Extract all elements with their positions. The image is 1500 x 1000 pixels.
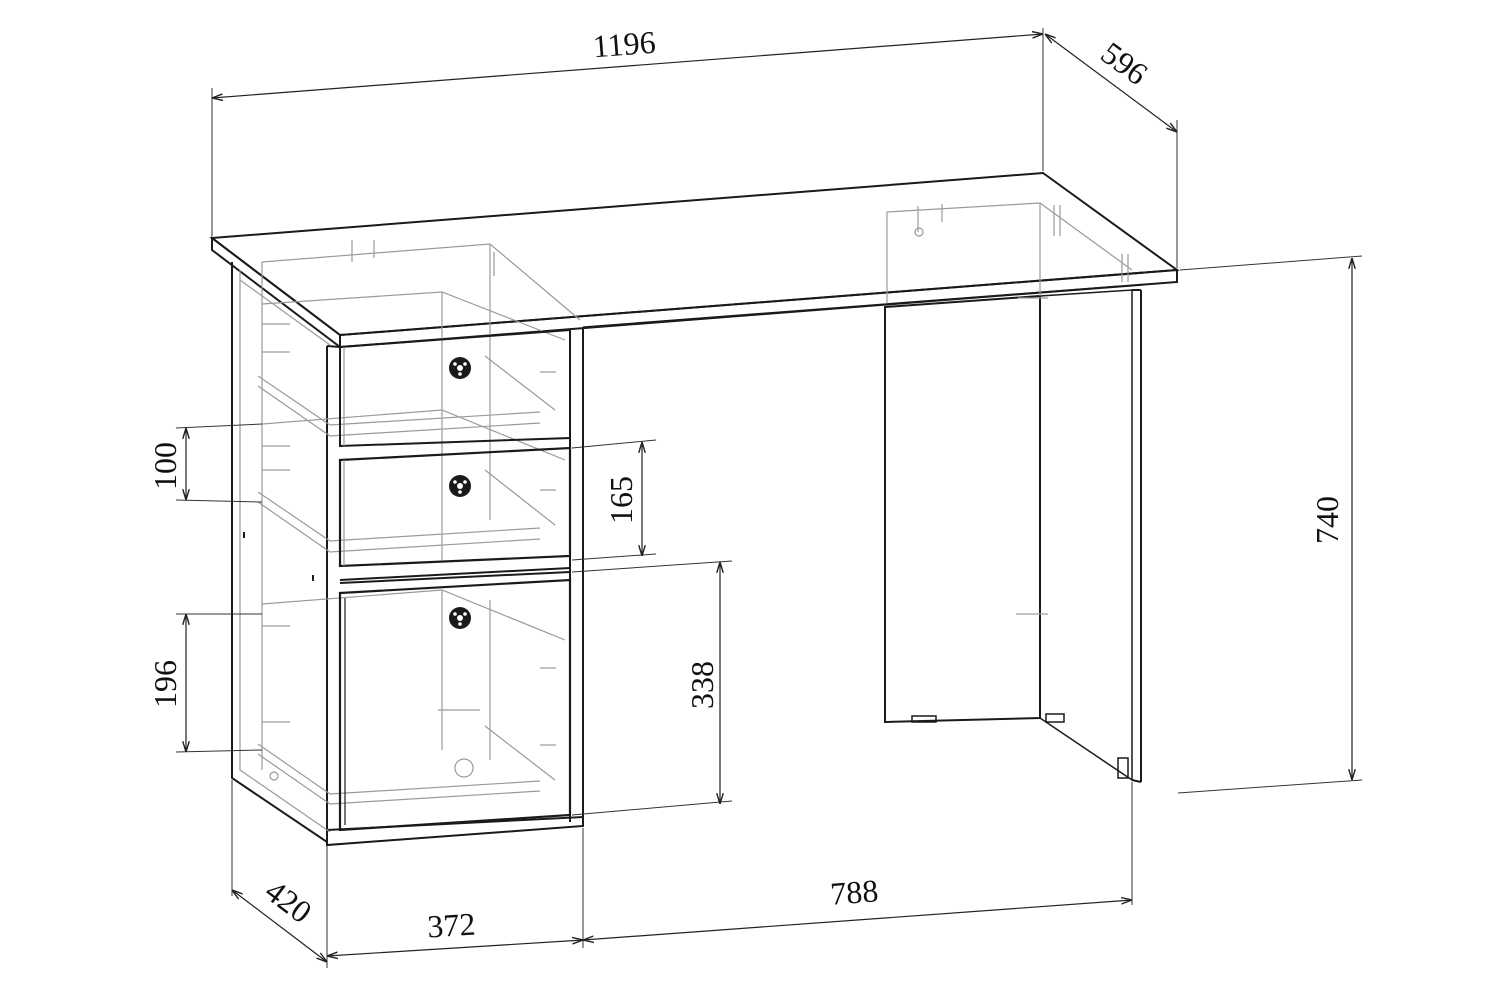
dimension-lower-inner-label: 196 (147, 660, 183, 708)
drawer-top (339, 328, 571, 448)
dimension-door: 338 (571, 560, 733, 816)
dimension-pedestal-depth-label: 420 (259, 872, 319, 930)
dimension-total-width-label: 1196 (591, 24, 656, 65)
right-leg-panel (884, 202, 1142, 783)
dimension-drawer-front: 165 (571, 439, 657, 561)
knob-icon (449, 475, 471, 497)
dimension-pedestal-depth: 420 (232, 780, 327, 968)
dimension-lower-inner: 196 (147, 613, 263, 753)
drawer-middle (338, 446, 572, 568)
dimension-drawer-inner-label: 100 (147, 442, 183, 490)
pedestal-cabinet (231, 240, 584, 847)
dimension-drawer-front-label: 165 (603, 476, 639, 524)
dimension-depth: 596 (1045, 34, 1177, 268)
desk-top (209, 171, 1180, 350)
dimension-leg-span: 788 (583, 782, 1133, 940)
dimension-leg-span-label: 788 (829, 872, 880, 911)
dimension-drawer-inner: 100 (147, 423, 263, 503)
dimension-height: 740 (1177, 255, 1363, 794)
dimension-door-label: 338 (684, 661, 720, 709)
knob-icon (449, 357, 471, 379)
dimension-height-label: 740 (1309, 496, 1345, 544)
knob-icon (449, 607, 471, 629)
dimension-depth-label: 596 (1095, 34, 1155, 92)
door-bottom (338, 567, 572, 832)
dimension-pedestal-width: 372 (327, 828, 584, 956)
dimension-total-width: 1196 (211, 24, 1044, 236)
dimension-pedestal-width-label: 372 (426, 906, 476, 945)
